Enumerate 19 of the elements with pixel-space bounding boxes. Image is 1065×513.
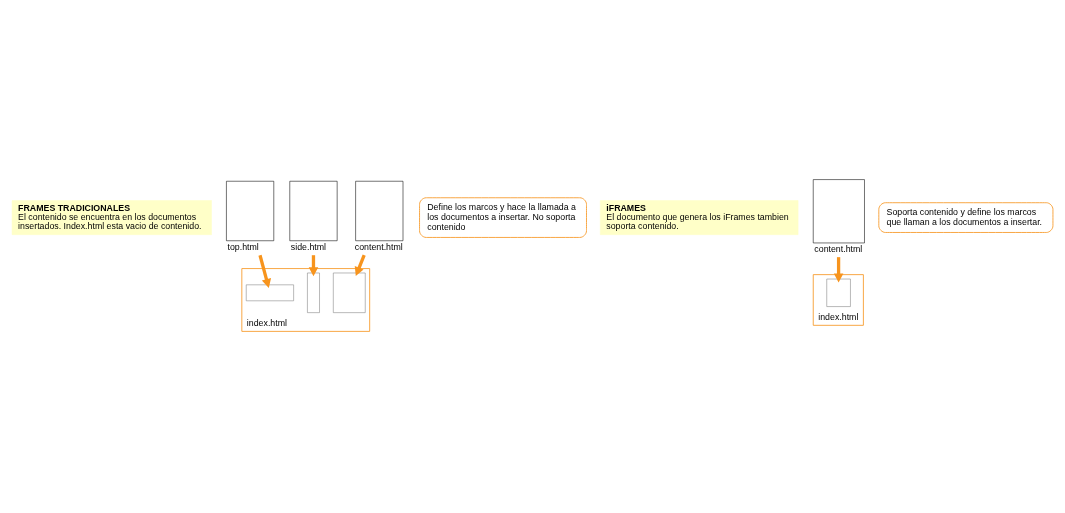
node-label: index.html — [818, 311, 859, 322]
node-box — [307, 272, 320, 313]
arrow — [258, 254, 272, 288]
node-box — [355, 180, 404, 241]
node-box — [245, 284, 294, 301]
node-label: content.html — [354, 241, 403, 252]
node-box: FRAMES TRADICIONALES El contenido se encuentra en los documentos insertados. Index.html esta vacio de contenido. — [11, 199, 212, 235]
node-box: Soporta contenido y define los marcos que llaman a los documentos a insertar. — [878, 201, 1054, 233]
node-label: index.html — [246, 317, 287, 328]
node-label: top.html — [227, 241, 259, 252]
node-box — [812, 178, 865, 243]
node-label: side.html — [290, 241, 327, 252]
node-box — [826, 278, 851, 307]
node-label: content.html — [814, 243, 863, 254]
node-box — [226, 180, 275, 241]
node-box: Define los marcos y hace la llamada a los documentos a insertar. No soporta contenido — [419, 196, 587, 238]
node-box: iFRAMES El documento que genera los iFrames tambien soporta contenido. — [600, 199, 799, 235]
node-box — [333, 272, 366, 313]
node-box — [289, 180, 338, 241]
